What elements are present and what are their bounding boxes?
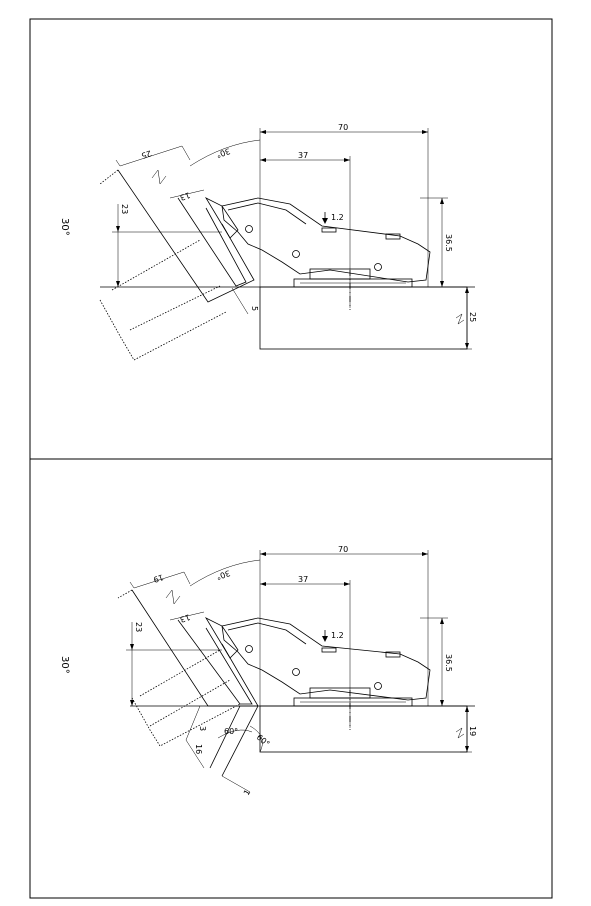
bottom-hinge-drawing: 30° 70 37 1.2 36.5	[59, 545, 477, 797]
bottom-cabinet-panel	[259, 705, 468, 753]
bottom-arc-30: 30°	[215, 568, 231, 581]
top-dim-25: 25	[140, 148, 153, 160]
top-dim-25-side: 25	[468, 312, 477, 322]
top-dim-70: 70	[338, 123, 348, 132]
bottom-dim-19: 19	[152, 572, 165, 584]
top-dim-1-2: 1.2	[331, 213, 344, 222]
bottom-dim-3: 3	[198, 726, 207, 731]
bottom-angle-60a: 60°	[224, 727, 238, 736]
bottom-angle-60b: 60°	[255, 733, 272, 749]
bottom-dim-19-side: 19	[468, 726, 477, 736]
top-cabinet-panel	[259, 286, 468, 350]
bottom-dim-70: 70	[338, 545, 348, 554]
bottom-dim-1: 1	[242, 788, 252, 797]
top-dim-36-5: 36.5	[444, 234, 453, 252]
bottom-angle-label: 30°	[59, 656, 70, 674]
top-dim-23: 23	[120, 204, 129, 214]
bottom-dim-36-5: 36.5	[444, 654, 453, 672]
top-dim-5: 5	[250, 306, 259, 311]
top-panel-frame	[29, 18, 553, 460]
top-hinge-drawing: 30° 70 37 1.2	[59, 123, 477, 361]
top-dim-37: 37	[298, 151, 308, 160]
bottom-dim-23: 23	[134, 622, 143, 632]
bottom-dim-1-2: 1.2	[331, 631, 344, 640]
top-dim-13: 13	[179, 190, 192, 202]
top-angle-label: 30°	[59, 218, 70, 236]
bottom-dim-16: 16	[194, 744, 203, 754]
bottom-dim-13: 13	[179, 612, 192, 624]
bottom-panel-frame	[29, 458, 553, 899]
bottom-dim-37: 37	[298, 575, 308, 584]
top-arc-30: 30°	[215, 146, 231, 159]
